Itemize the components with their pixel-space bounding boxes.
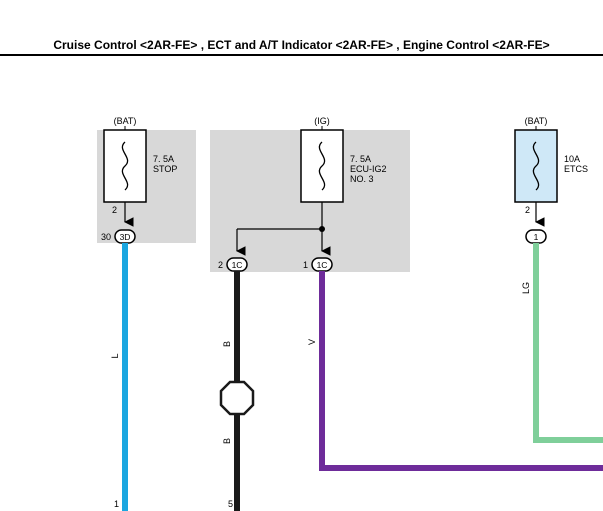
- connector-1-label: 1: [534, 232, 539, 242]
- wire-green: [533, 243, 603, 443]
- wire-black-junction: [219, 380, 255, 416]
- wire-blue-label: L: [110, 353, 120, 358]
- wire-violet: [319, 271, 603, 471]
- connector-3d-label: 3D: [120, 232, 131, 242]
- wire-violet-label: V: [307, 339, 317, 345]
- title-rule: [0, 54, 603, 56]
- fuse-etcs-name: ETCS: [564, 164, 588, 174]
- connector-1c-right-pin: 1: [303, 260, 308, 270]
- page-title: Cruise Control <2AR-FE> , ECT and A/T In…: [53, 38, 550, 52]
- fuse-stop-source: (BAT): [114, 116, 137, 126]
- wire-black-label-top: B: [222, 341, 232, 347]
- connector-3d-pin: 30: [101, 232, 111, 242]
- fuse-ecuig2-name2: NO. 3: [350, 174, 374, 184]
- wire-blue-end-pin: 1: [114, 499, 119, 509]
- fuse-stop-pin: 2: [112, 205, 117, 215]
- fuse-etcs-element: [532, 141, 540, 191]
- wire-black-end-pin: 5: [228, 499, 233, 509]
- connector-1c-right-label: 1C: [317, 260, 328, 270]
- fuse-ecuig2-rating: 7. 5A: [350, 154, 371, 164]
- fuse-etcs-source: (BAT): [525, 116, 548, 126]
- connector-1c-left-pin: 2: [218, 260, 223, 270]
- fuse-etcs-rating: 10A: [564, 154, 580, 164]
- wire-green-label: LG: [521, 282, 531, 294]
- fuse-stop-element: [121, 141, 129, 191]
- fuse-ecuig2-element: [318, 141, 326, 191]
- fuse-stop-rating: 7. 5A: [153, 154, 174, 164]
- fuse-stop-name: STOP: [153, 164, 177, 174]
- fuse-etcs-pin: 2: [525, 205, 530, 215]
- wire-black-label-bottom: B: [222, 438, 232, 444]
- fuse-ecuig2-source: (IG): [314, 116, 330, 126]
- fuse-ecuig2-name: ECU-IG2: [350, 164, 387, 174]
- connector-1c-left-label: 1C: [232, 260, 243, 270]
